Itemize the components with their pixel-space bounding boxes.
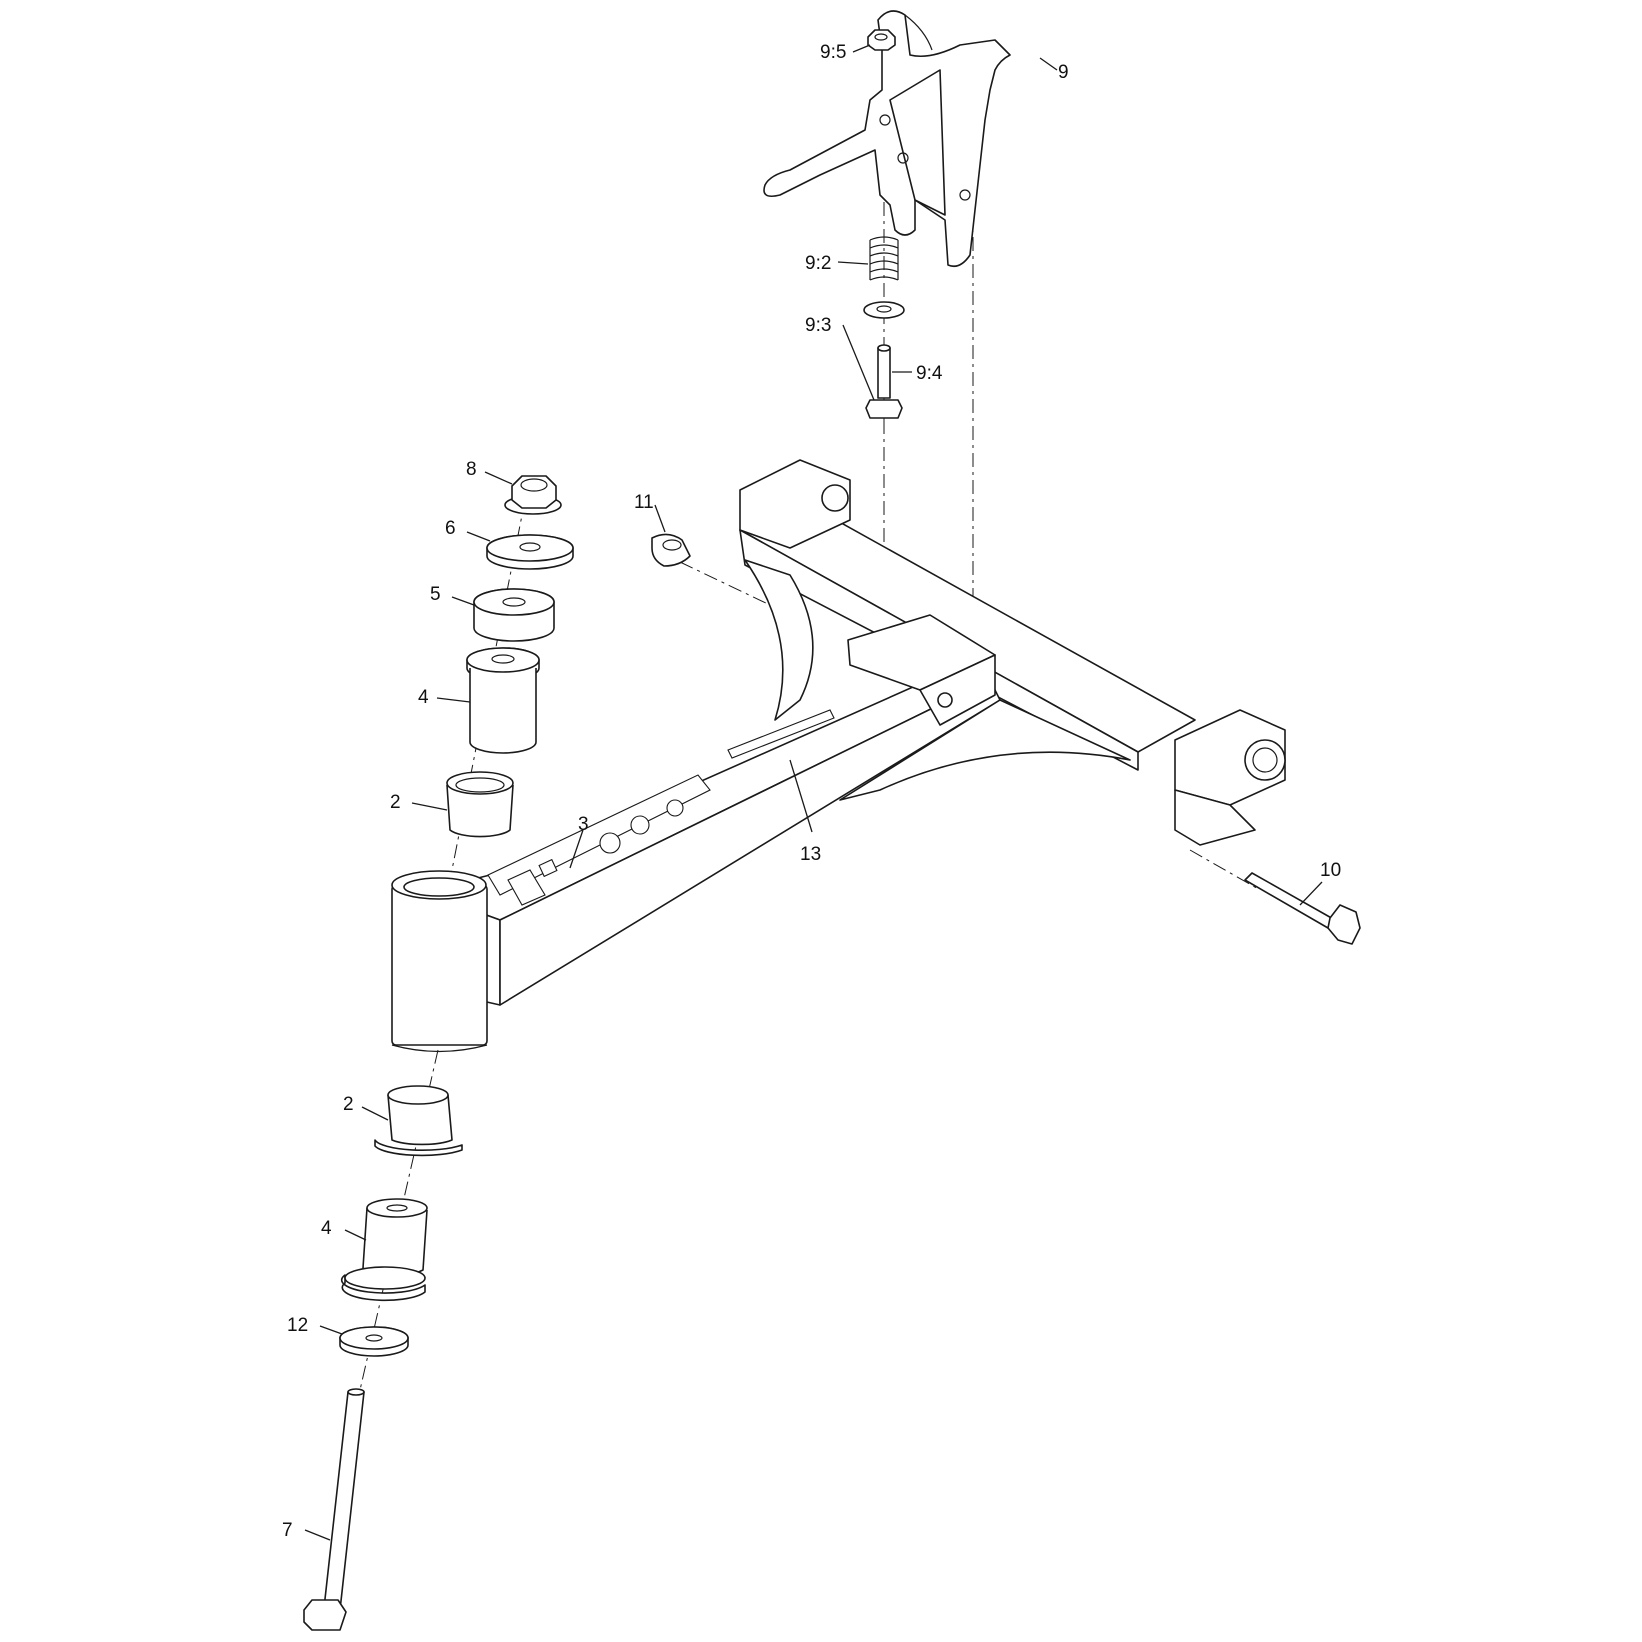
callout-11: 11: [634, 492, 654, 513]
callout-2-lower: 2: [343, 1094, 354, 1115]
callout-12: 12: [287, 1315, 308, 1336]
warning-decal: [487, 709, 835, 906]
latch-assembly: [763, 10, 1011, 268]
washer-12: [339, 1326, 409, 1357]
leader-lines: [304, 44, 1323, 1541]
nut-9-5: [867, 29, 896, 51]
callout-9-2: 9:2: [805, 253, 831, 274]
pin-9-4: [865, 344, 903, 419]
bushing-4-upper: [466, 647, 540, 754]
callout-5: 5: [430, 584, 441, 605]
spacer-5: [473, 588, 555, 642]
callout-3: 3: [578, 814, 589, 835]
bearing-2-lower: [374, 1085, 463, 1157]
callout-4-lower: 4: [321, 1218, 332, 1239]
nut-11: [651, 533, 691, 567]
callout-9-5: 9:5: [820, 42, 846, 63]
callout-labels: 9:5 9 9:2 9:3 9:4 8 11 6 5 4 2 3 13 10 2…: [282, 42, 1341, 1541]
callout-2-upper: 2: [390, 792, 401, 813]
callout-6: 6: [445, 518, 456, 539]
callout-13: 13: [800, 844, 821, 865]
bushing-4-lower: [340, 1198, 428, 1302]
bolt-10: [1244, 872, 1361, 945]
callout-9-3: 9:3: [805, 315, 831, 336]
callout-7: 7: [282, 1520, 293, 1541]
flange-nut-8: [504, 475, 562, 515]
bolt-7: [303, 1388, 365, 1631]
spring-9-2: [869, 236, 899, 281]
callout-9: 9: [1058, 62, 1069, 83]
washer-6: [486, 534, 574, 570]
callout-4-upper: 4: [418, 687, 429, 708]
bearing-2-upper: [446, 771, 514, 838]
a-frame-weldment: [391, 459, 1286, 1053]
callout-10: 10: [1320, 860, 1341, 881]
washer-9-3: [863, 301, 905, 319]
callout-9-4: 9:4: [916, 363, 943, 384]
callout-8: 8: [466, 459, 477, 480]
